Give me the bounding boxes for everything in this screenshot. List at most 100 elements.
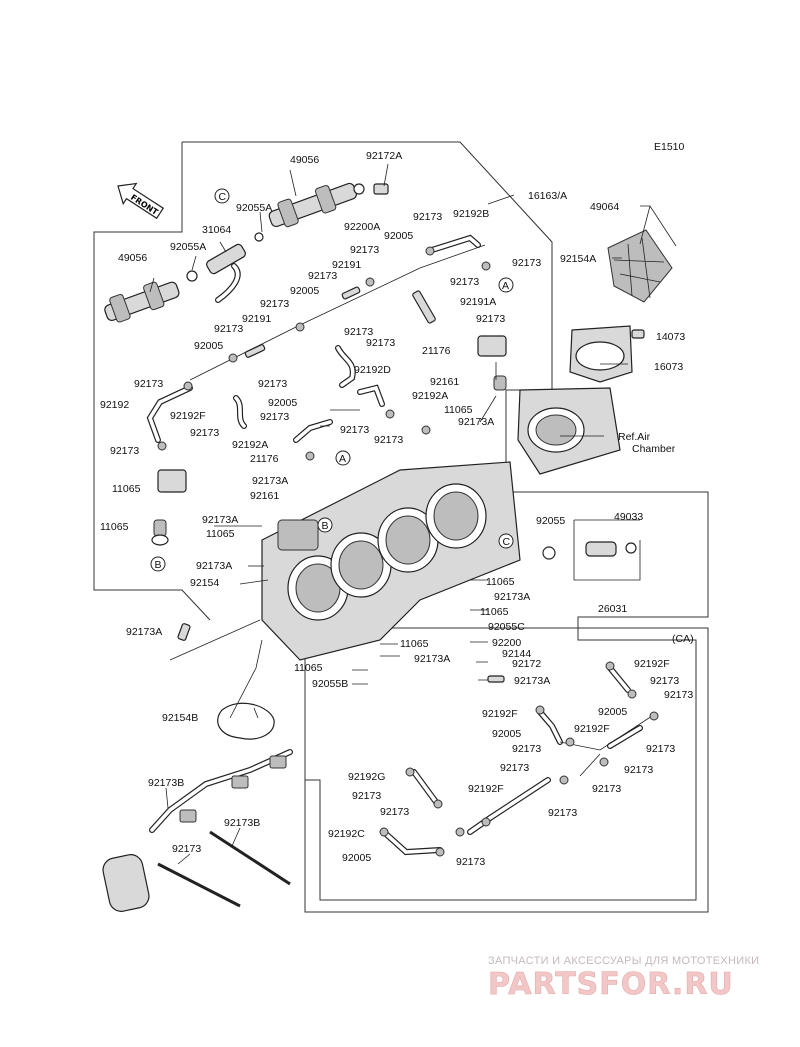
part-label: 92005: [194, 340, 223, 352]
bolt-92154a: [631, 329, 645, 339]
part-label: 92055B: [312, 678, 348, 690]
part-number-labels: 49056 92172A 16163/A 92055A 92200A 31064…: [100, 150, 693, 868]
part-label: 92192A: [412, 390, 448, 402]
part-label: 92173: [340, 424, 369, 436]
part-label: 14073: [656, 331, 685, 343]
svg-text:C: C: [219, 191, 227, 203]
cable-tie-1: [209, 830, 291, 886]
svg-text:A: A: [339, 453, 346, 465]
wiring-harness: [102, 749, 293, 912]
part-label: 92144: [502, 648, 531, 660]
part-label: 92191A: [460, 296, 496, 308]
svg-text:A: A: [502, 280, 509, 292]
svg-text:B: B: [322, 520, 329, 532]
part-label: 92192F: [574, 723, 610, 735]
part-label: 92005: [598, 706, 627, 718]
part-label: 92192F: [468, 783, 504, 795]
part-label: 92173: [413, 211, 442, 223]
part-label: 92173: [190, 427, 219, 439]
part-label: 92192F: [634, 658, 670, 670]
part-label: 92173A: [514, 675, 550, 687]
fuel-joint-pipe: [206, 232, 264, 303]
part-label: 49064: [590, 201, 619, 213]
part-label: 92173: [344, 326, 373, 338]
part-label: 92173: [548, 807, 577, 819]
part-label: 21176: [250, 453, 279, 465]
watermark-logo: PARTSFOR.RU: [488, 967, 734, 1002]
gasket-ring: [217, 702, 275, 740]
part-label: 92173: [646, 743, 675, 755]
air-filter-screen: [607, 229, 673, 303]
front-arrow-icon: FRONT: [117, 182, 165, 220]
part-label: 92005: [290, 285, 319, 297]
part-label: 92173: [380, 806, 409, 818]
part-label: 92192D: [354, 364, 391, 376]
part-label: 92192A: [232, 439, 268, 451]
part-label: 92173A: [458, 416, 494, 428]
part-label: 92192G: [348, 771, 385, 783]
part-label: 92200A: [344, 221, 380, 233]
part-label: 49056: [290, 154, 319, 166]
part-label: 11065: [206, 528, 235, 540]
part-label: 11065: [480, 606, 509, 618]
part-label: 16163/A: [528, 190, 567, 202]
part-label: 92173A: [494, 591, 530, 603]
part-label: 92055C: [488, 621, 525, 633]
cable-tie-2: [157, 862, 241, 908]
part-label: 11065: [400, 638, 429, 650]
callout-b-mid: B: [317, 517, 333, 533]
part-label: 92173: [374, 434, 403, 446]
bolt-92154: [177, 623, 191, 641]
part-label: 92191: [242, 313, 271, 325]
fuel-rail-upper: [268, 182, 389, 228]
diagram-code: E1510: [654, 141, 685, 153]
bolt-92172: [487, 675, 505, 683]
part-label: 92173: [172, 843, 201, 855]
part-label: 21176: [422, 345, 451, 357]
part-label: 31064: [202, 224, 231, 236]
part-label: 92173: [366, 337, 395, 349]
pressure-sensor-left: [151, 469, 187, 546]
ref-chamber-label: Chamber: [632, 443, 676, 455]
part-label: 92173: [260, 411, 289, 423]
part-label: 92161: [430, 376, 459, 388]
part-label: 92173: [260, 298, 289, 310]
ca-group-frame: [304, 627, 709, 913]
part-label: 26031: [598, 603, 627, 615]
part-label: 92161: [250, 490, 279, 502]
callout-c-top: C: [214, 188, 230, 204]
part-label: 92173: [258, 378, 287, 390]
main-assembly-frame-left: [93, 142, 211, 621]
part-label: 92173: [308, 270, 337, 282]
svg-text:B: B: [155, 559, 162, 571]
callout-b-left: B: [150, 556, 166, 572]
part-label: 92173A: [196, 560, 232, 572]
part-label: 92191: [332, 259, 361, 271]
part-label: 92154B: [162, 712, 198, 724]
part-label: 92173B: [224, 817, 260, 829]
part-label: 92173: [650, 675, 679, 687]
callout-c-right: C: [498, 533, 514, 549]
ref-air-label: Ref.Air: [618, 431, 651, 443]
part-label: 11065: [100, 521, 129, 533]
part-label: 92173: [592, 783, 621, 795]
part-label: 11065: [294, 662, 323, 674]
leader-lines: [149, 163, 677, 865]
part-label: 92192: [100, 399, 129, 411]
fuel-rail-lower: [104, 270, 198, 323]
part-label: 92192C: [328, 828, 365, 840]
throttle-body-assembly: [261, 461, 521, 661]
air-funnel: [569, 325, 633, 383]
part-label: 92173: [110, 445, 139, 457]
pressure-sensor-right: [477, 335, 507, 391]
part-label: 92005: [384, 230, 413, 242]
part-label: 92173A: [202, 514, 238, 526]
air-chamber-flange: [517, 387, 621, 475]
watermark-tagline: ЗАПЧАСТИ И АКСЕССУАРЫ ДЛЯ МОТОТЕХНИКИ: [488, 955, 759, 967]
part-label: 49056: [118, 252, 147, 264]
part-label: 92173: [134, 378, 163, 390]
part-label: 16073: [654, 361, 683, 373]
part-label: 92154A: [560, 253, 596, 265]
part-label: 92005: [492, 728, 521, 740]
